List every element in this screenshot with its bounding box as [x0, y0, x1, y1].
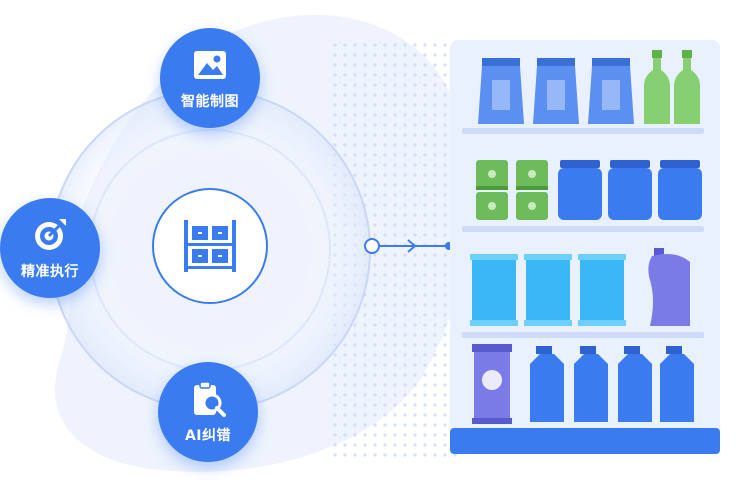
product-green-can [476, 160, 508, 220]
product-purple-pouch [648, 248, 690, 326]
center-hub [152, 188, 268, 304]
product-green-can [516, 160, 548, 220]
clipboard-search-icon [194, 381, 226, 417]
shelf-icon [184, 220, 236, 272]
retail-shelf-icon [450, 40, 720, 454]
shelf-cabinet [450, 40, 720, 454]
product-cyan-pack [524, 254, 572, 326]
node-label: 精准执行 [21, 264, 79, 280]
shelf-board-3 [462, 332, 704, 338]
product-blue-carton [660, 346, 694, 422]
product-cyan-pack [578, 254, 626, 326]
product-blue-bag [588, 58, 634, 124]
product-blue-jar [558, 160, 602, 220]
image-icon [194, 51, 226, 79]
product-blue-jar [658, 160, 702, 220]
node-precise-execution[interactable]: 精准执行 [0, 198, 100, 298]
node-ai-correction[interactable]: AI纠错 [158, 362, 258, 462]
product-cyan-pack [470, 254, 518, 326]
target-icon [35, 219, 66, 250]
product-blue-carton [574, 346, 608, 422]
product-purple-tin [472, 344, 512, 424]
product-blue-jar [608, 160, 652, 220]
node-label: 智能制图 [181, 94, 239, 110]
shelf-board-1 [462, 128, 704, 134]
shelf-base [450, 428, 720, 454]
product-green-bottle [674, 50, 700, 124]
product-blue-bag [533, 58, 579, 124]
node-smart-mapping[interactable]: 智能制图 [160, 28, 260, 128]
product-blue-carton [618, 346, 652, 422]
product-blue-bag [478, 58, 524, 124]
product-green-bottle [644, 50, 670, 124]
connector-arrow [364, 238, 453, 254]
shelf-board-2 [462, 226, 704, 232]
product-blue-carton [530, 346, 564, 422]
node-label: AI纠错 [184, 428, 232, 444]
